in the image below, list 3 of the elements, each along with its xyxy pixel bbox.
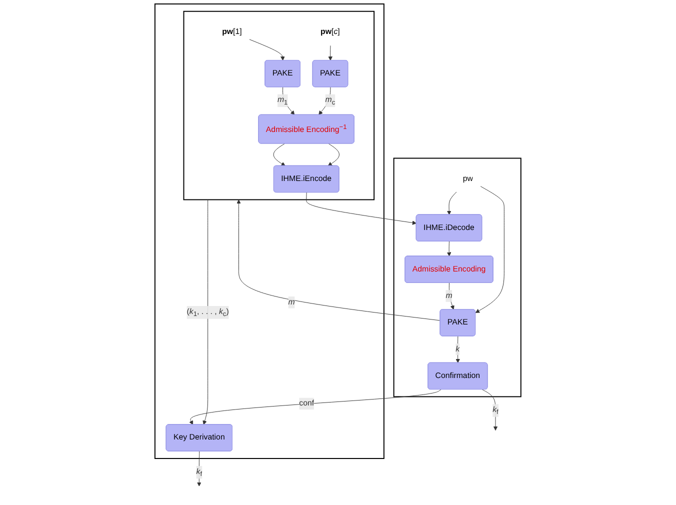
cluster (183, 10, 375, 200)
cluster (154, 3, 384, 459)
cluster (393, 158, 522, 398)
